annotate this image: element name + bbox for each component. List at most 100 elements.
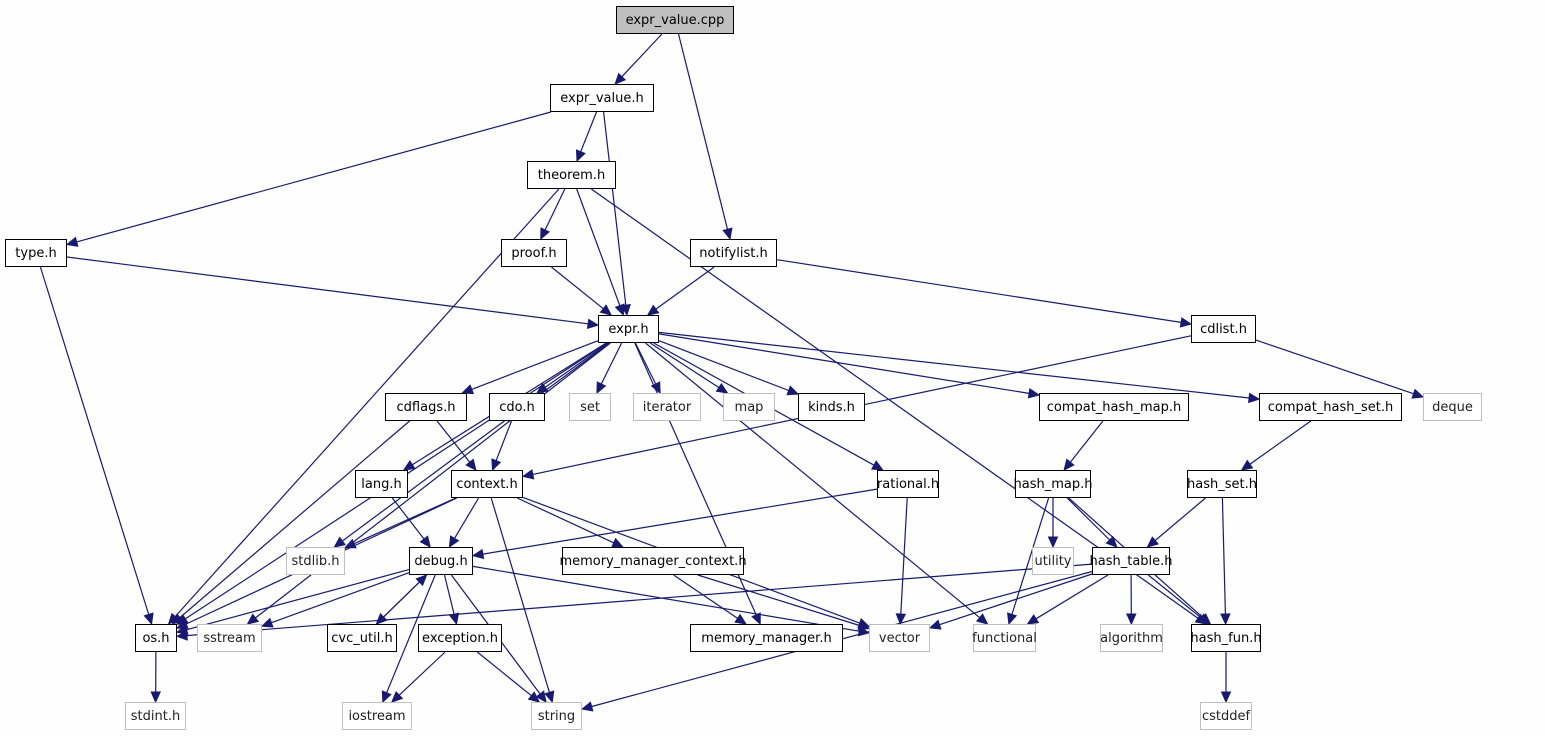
node-cvc-util-h[interactable]: cvc_util.h — [327, 624, 397, 652]
arrowhead-expr_value_cpp-to-notifylist_h — [722, 227, 733, 241]
edge-hash_set_h-to-hash_table_h — [1154, 497, 1206, 541]
node-theorem-h[interactable]: theorem.h — [527, 161, 616, 189]
edge-hash_set_h-to-hash_fun_h — [1221, 497, 1226, 615]
node-kinds-h[interactable]: kinds.h — [798, 393, 865, 421]
node-exception-h[interactable]: exception.h — [418, 624, 502, 652]
arrowhead-expr_value_h-to-type_h — [65, 236, 79, 247]
edge-theorem_h-to-proof_h — [544, 188, 566, 231]
arrowhead-expr_value_h-to-theorem_h — [575, 149, 586, 163]
arrowhead-hash_map_h-to-hash_table_h — [1105, 535, 1118, 548]
edge-expr_value_h-to-theorem_h — [580, 111, 598, 152]
arrowhead-debug_h-to-sstream — [260, 617, 274, 628]
edge-context_h-to-memory_manager_context_h — [516, 497, 614, 544]
edge-compat_hash_map_h-to-hash_map_h — [1069, 420, 1104, 463]
node-memory-manager-h[interactable]: memory_manager.h — [690, 624, 843, 652]
node-label: expr_value.h — [560, 90, 644, 106]
node-label: iterator — [642, 399, 692, 415]
edge-debug_h-to-iostream — [386, 574, 436, 694]
node-label: utility — [1034, 553, 1072, 569]
node-iostream: iostream — [342, 702, 412, 730]
node-label: hash_set.h — [1187, 476, 1257, 492]
node-hash-map-h[interactable]: hash_map.h — [1014, 470, 1093, 498]
node-context-h[interactable]: context.h — [451, 470, 523, 498]
edge-expr_h-to-kinds_h — [658, 340, 789, 392]
edge-hash_table_h-to-functional — [1035, 574, 1109, 620]
node-expr-h[interactable]: expr.h — [598, 315, 659, 343]
edge-notifylist_h-to-cdlist_h — [776, 259, 1182, 323]
node-label: memory_manager.h — [701, 630, 832, 646]
edge-hash_table_h-to-os_h — [186, 563, 1093, 637]
node-label: memory_manager_context.h — [559, 553, 747, 569]
node-hash-fun-h[interactable]: hash_fun.h — [1190, 624, 1262, 652]
edge-debug_h-to-exception_h — [443, 574, 455, 615]
node-algorithm: algorithm — [1100, 624, 1163, 652]
edge-theorem_h-to-expr_h — [576, 188, 621, 306]
node-compat-hash-map-h[interactable]: compat_hash_map.h — [1039, 393, 1189, 421]
edge-expr_value_h-to-type_h — [76, 111, 552, 243]
edge-debug_h-to-sstream — [271, 572, 410, 624]
arrowhead-debug_h-to-iostream — [381, 690, 392, 704]
node-label: map — [734, 399, 764, 415]
node-label: stdint.h — [130, 708, 181, 724]
arrowhead-cdlist_h-to-deque — [1411, 388, 1425, 399]
edge-hash_table_h-to-hash_fun_h — [1147, 574, 1202, 619]
arrowhead-hash_fun_h-to-cstddef — [1220, 691, 1232, 704]
node-label: compat_hash_set.h — [1267, 399, 1394, 415]
node-cdlist-h[interactable]: cdlist.h — [1191, 315, 1256, 343]
node-string: string — [531, 702, 582, 730]
arrowhead-memory_manager_context_h-to-memory_manager_h — [734, 613, 747, 625]
edge-rational_h-to-debug_h — [482, 488, 878, 555]
edge-cvc_util_h-to-debug_h — [375, 581, 420, 625]
node-label: proof.h — [511, 245, 557, 261]
arrowhead-context_h-to-memory_manager_context_h — [611, 537, 624, 548]
node-type-h[interactable]: type.h — [5, 239, 67, 267]
edge-context_h-to-stdlib_h — [353, 497, 457, 545]
arrowhead-expr_h-to-map — [715, 382, 729, 394]
node-cdo-h[interactable]: cdo.h — [489, 393, 545, 421]
node-notifylist-h[interactable]: notifylist.h — [690, 239, 777, 267]
node-label: string — [537, 708, 576, 724]
node-label: cdlist.h — [1200, 321, 1247, 337]
node-memory-manager-context-h[interactable]: memory_manager_context.h — [559, 547, 747, 575]
arrowhead-theorem_h-to-proof_h — [540, 227, 551, 241]
edge-type_h-to-os_h — [39, 266, 150, 615]
edge-hash_map_h-to-hash_table_h — [1066, 497, 1111, 541]
node-label: lang.h — [361, 476, 402, 492]
node-label: cdo.h — [499, 399, 535, 415]
edge-cdflags_h-to-os_h — [179, 420, 410, 618]
node-label: hash_table.h — [1089, 553, 1173, 569]
arrowhead-type_h-to-os_h — [143, 612, 154, 626]
edge-cdlist_h-to-deque — [1255, 339, 1414, 395]
node-lang-h[interactable]: lang.h — [355, 470, 408, 498]
arrowhead-memory_manager_context_h-to-vector — [857, 620, 871, 631]
arrowhead-expr_h-to-rational_h — [870, 460, 884, 471]
node-expr-value-h[interactable]: expr_value.h — [550, 84, 654, 112]
edge-debug_h-to-os_h — [186, 569, 410, 631]
arrowhead-hash_set_h-to-hash_table_h — [1146, 536, 1159, 548]
edge-expr_h-to-map — [649, 342, 720, 389]
node-hash-table-h[interactable]: hash_table.h — [1089, 547, 1173, 575]
edge-cdflags_h-to-context_h — [436, 420, 471, 463]
node-label: type.h — [15, 245, 57, 261]
node-compat-hash-set-h[interactable]: compat_hash_set.h — [1259, 393, 1402, 421]
node-utility: utility — [1032, 547, 1074, 575]
arrowhead-expr_h-to-memory_manager_h — [751, 612, 761, 626]
edge-debug_h-to-vector — [472, 565, 860, 632]
edge-notifylist_h-to-expr_h — [655, 266, 715, 310]
edge-expr_h-to-set — [600, 342, 623, 385]
edge-expr_value_cpp-to-expr_value_h — [621, 33, 663, 78]
node-label: algorithm — [1100, 630, 1163, 646]
node-label: stdlib.h — [291, 553, 340, 569]
edge-expr_h-to-cdflags_h — [471, 340, 599, 390]
node-os-h[interactable]: os.h — [135, 624, 177, 652]
node-hash-set-h[interactable]: hash_set.h — [1187, 470, 1257, 498]
node-proof-h[interactable]: proof.h — [501, 239, 567, 267]
arrowhead-cdflags_h-to-context_h — [465, 458, 477, 471]
arrowhead-compat_hash_map_h-to-hash_map_h — [1063, 458, 1075, 471]
node-stdint-h: stdint.h — [125, 702, 186, 730]
node-cdflags-h[interactable]: cdflags.h — [385, 393, 467, 421]
node-debug-h[interactable]: debug.h — [409, 547, 473, 575]
node-rational-h[interactable]: rational.h — [877, 470, 939, 498]
node-label: exception.h — [422, 630, 498, 646]
edge-expr_h-to-compat_hash_set_h — [658, 331, 1250, 399]
